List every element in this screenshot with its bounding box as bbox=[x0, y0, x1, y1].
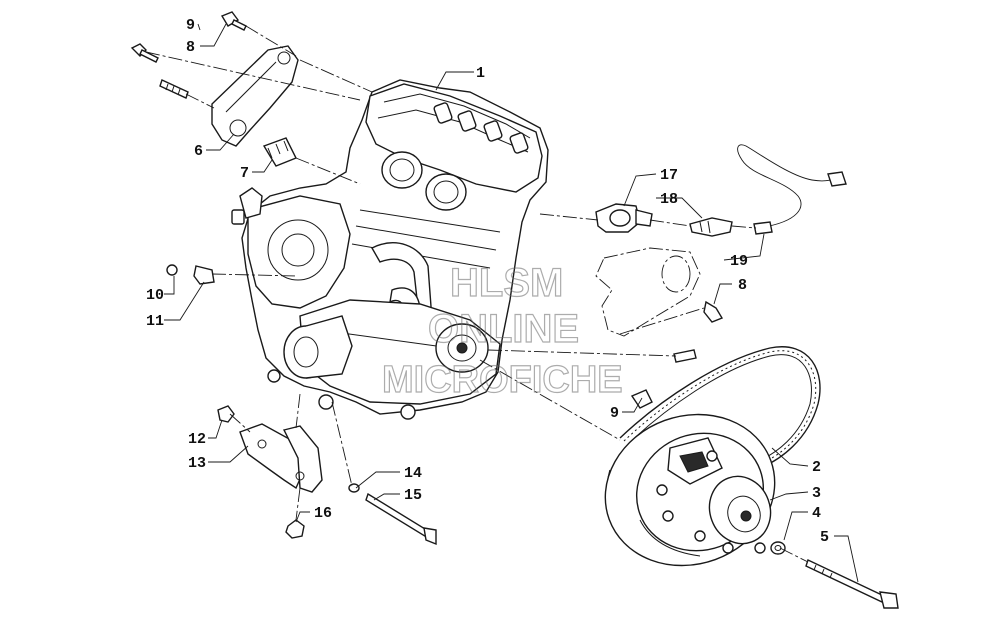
thermostat-housing bbox=[595, 203, 653, 233]
temperature-sensor bbox=[689, 217, 733, 237]
callout-11: 11 bbox=[146, 313, 164, 330]
watermark-line-3: MICROFICHE bbox=[382, 359, 623, 401]
engine-mount-bracket-lower bbox=[217, 405, 323, 493]
drive-clutch bbox=[604, 413, 776, 567]
callout-16: 16 bbox=[314, 505, 332, 522]
callout-12: 12 bbox=[188, 431, 206, 448]
callout-3: 3 bbox=[812, 485, 821, 502]
callout-8-upper: 8 bbox=[186, 39, 195, 56]
callout-18: 18 bbox=[660, 191, 678, 208]
hose-clamp bbox=[166, 264, 215, 285]
callout-9-upper: 9 bbox=[186, 17, 195, 34]
alignment-lines bbox=[145, 25, 809, 563]
crankshaft-output bbox=[435, 323, 489, 373]
callout-15: 15 bbox=[404, 487, 422, 504]
watermark-line-1: HLSM bbox=[450, 261, 563, 305]
callout-7: 7 bbox=[240, 165, 249, 182]
washer-and-bolt bbox=[348, 483, 437, 546]
callout-labels: 1 2 3 4 5 6 7 8 8 9 9 10 11 12 13 14 15 … bbox=[146, 17, 829, 546]
bolt-upper-left bbox=[130, 43, 159, 63]
leader-lines bbox=[164, 23, 859, 583]
watermark: HLSM ONLINE MICROFICHE bbox=[381, 260, 623, 401]
clutch-washer bbox=[770, 541, 786, 555]
watermark-line-2: ONLINE bbox=[428, 307, 579, 351]
callout-13: 13 bbox=[188, 455, 206, 472]
nut bbox=[285, 519, 305, 539]
bolt-right bbox=[703, 300, 724, 323]
spacer bbox=[262, 137, 297, 167]
bolt-lower-right bbox=[630, 349, 697, 409]
clutch-bolt bbox=[805, 559, 899, 609]
engine-mount-bracket-upper bbox=[211, 45, 299, 147]
callout-6: 6 bbox=[194, 143, 203, 160]
oil-filter bbox=[283, 315, 353, 379]
engine-assembly bbox=[231, 79, 549, 420]
callout-9-lower: 9 bbox=[610, 405, 619, 422]
callout-10: 10 bbox=[146, 287, 164, 304]
sensor-harness bbox=[737, 144, 847, 235]
bolt-upper bbox=[220, 11, 247, 31]
callout-17: 17 bbox=[660, 167, 678, 184]
callout-14: 14 bbox=[404, 465, 422, 482]
callout-4: 4 bbox=[812, 505, 821, 522]
callout-5: 5 bbox=[820, 529, 829, 546]
callout-8-right: 8 bbox=[738, 277, 747, 294]
callout-1: 1 bbox=[476, 65, 485, 82]
gasket-plate bbox=[595, 247, 701, 337]
stud-bolt bbox=[159, 79, 189, 99]
callout-2: 2 bbox=[812, 459, 821, 476]
callout-19: 19 bbox=[730, 253, 748, 270]
